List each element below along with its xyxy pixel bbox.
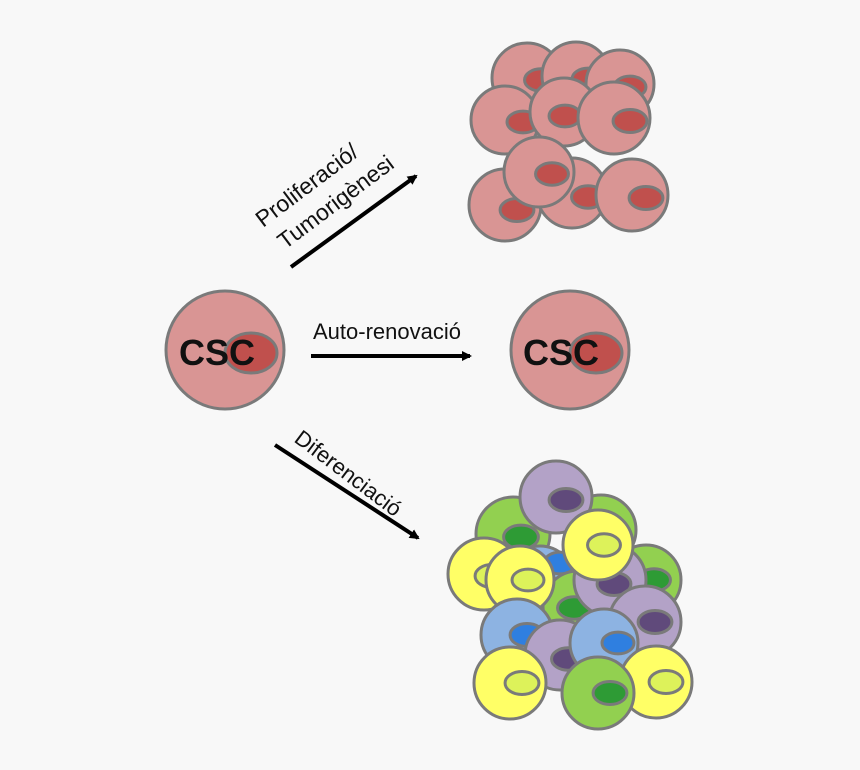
proliferation-arrow [289,174,418,269]
purple-cell [518,459,594,535]
csc-source-label: CSC [179,332,255,373]
csc-result-label: CSC [523,332,599,373]
self-renewal-label: Auto-renovació [313,319,461,344]
yellow-cell [618,644,694,720]
yellow-cell [561,508,635,582]
tumor-cell [594,157,670,233]
yellow-cell [484,544,556,616]
green-cell [560,655,636,731]
csc-source-cell: CSC [164,289,286,411]
differentiated-cell-cluster [446,459,694,731]
csc-result-cell: CSC [509,289,631,411]
differentiation-arrow [273,443,420,540]
tumor-cell [576,80,652,156]
yellow-cell [472,645,548,721]
tumor-cell [502,135,576,209]
tumor-cell-cluster [467,40,670,243]
differentiation-label: Diferenciació [290,425,407,521]
